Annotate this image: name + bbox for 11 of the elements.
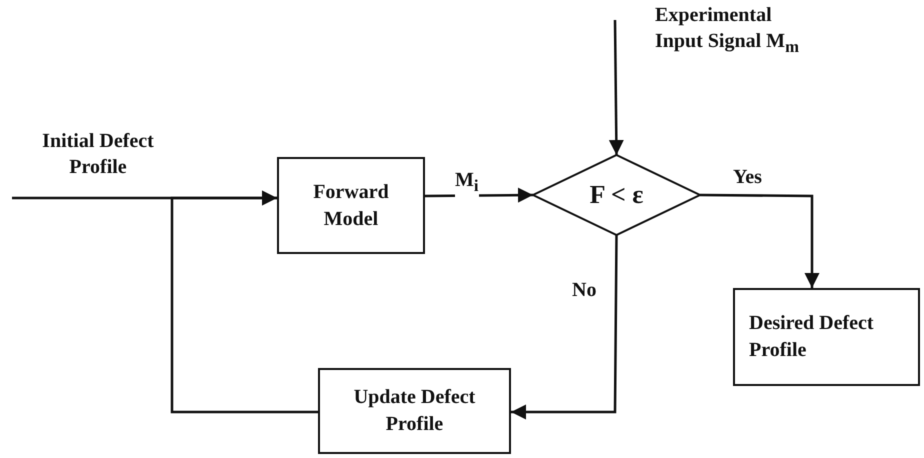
- arrow: [608, 20, 624, 156]
- node-label: Update Defect Profile: [352, 385, 476, 437]
- node-label: F < ε: [590, 179, 644, 212]
- arrow: [511, 234, 618, 420]
- arrow: [700, 194, 820, 288]
- process-box: [733, 288, 920, 386]
- arrow: [170, 190, 318, 414]
- node-label: Desired Defect Profile: [749, 311, 875, 363]
- process-box: [318, 368, 511, 454]
- process-box: [277, 157, 425, 254]
- node-label: Forward Model: [312, 180, 390, 232]
